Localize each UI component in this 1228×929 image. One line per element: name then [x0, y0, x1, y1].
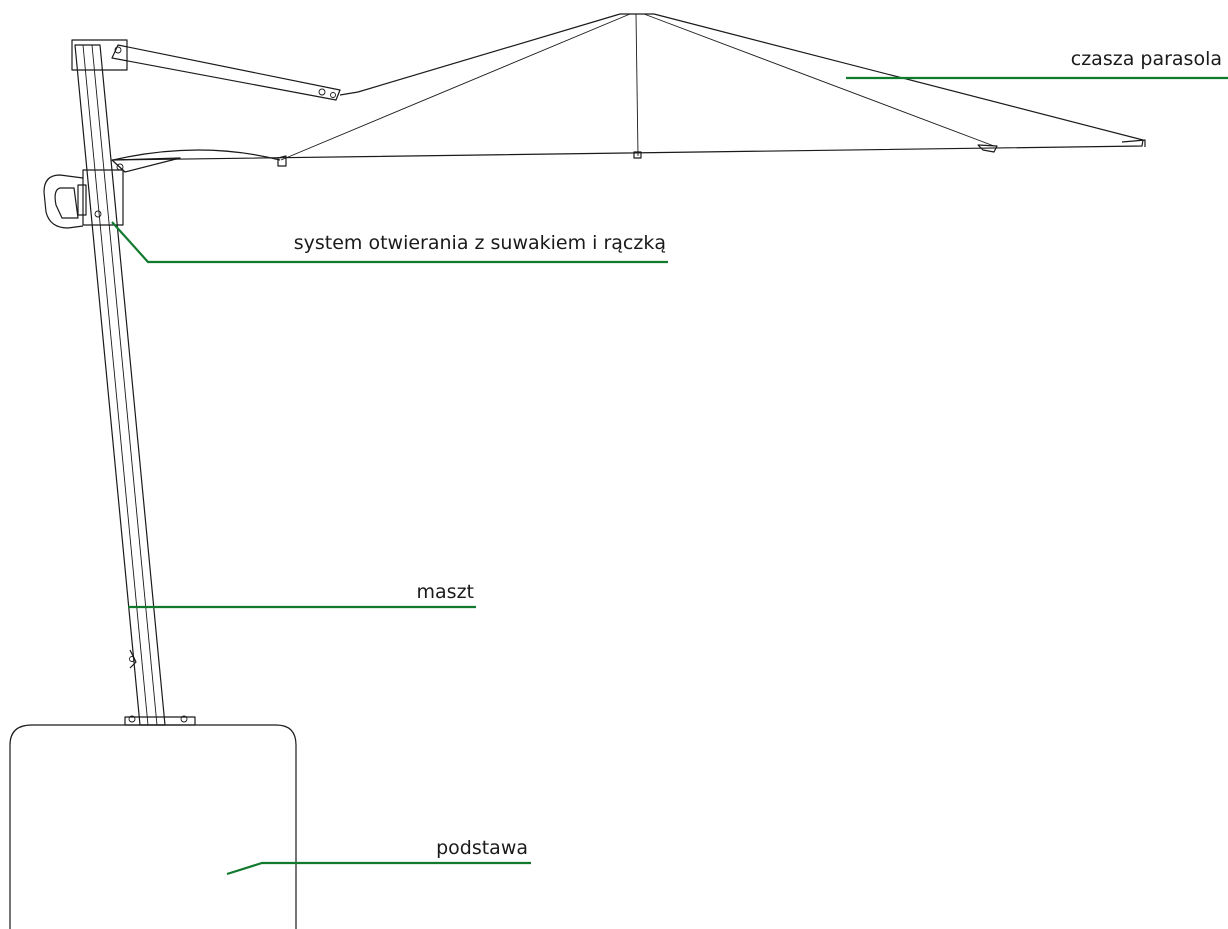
opening-system-label: system otwierania z suwakiem i rączką — [293, 232, 666, 254]
leader-line-opening-system — [111, 221, 668, 264]
umbrella-mast — [71, 39, 166, 726]
leader-lines — [111, 76, 1228, 876]
canopy-label: czasza parasola — [1070, 48, 1222, 70]
umbrella-upper-arm — [111, 44, 359, 101]
base-label: podstawa — [436, 837, 528, 859]
opening-system — [43, 169, 124, 229]
leader-line-base — [226, 861, 531, 876]
mast-label: maszt — [416, 581, 474, 603]
umbrella-base — [9, 715, 297, 929]
umbrella-canopy — [112, 13, 1146, 167]
